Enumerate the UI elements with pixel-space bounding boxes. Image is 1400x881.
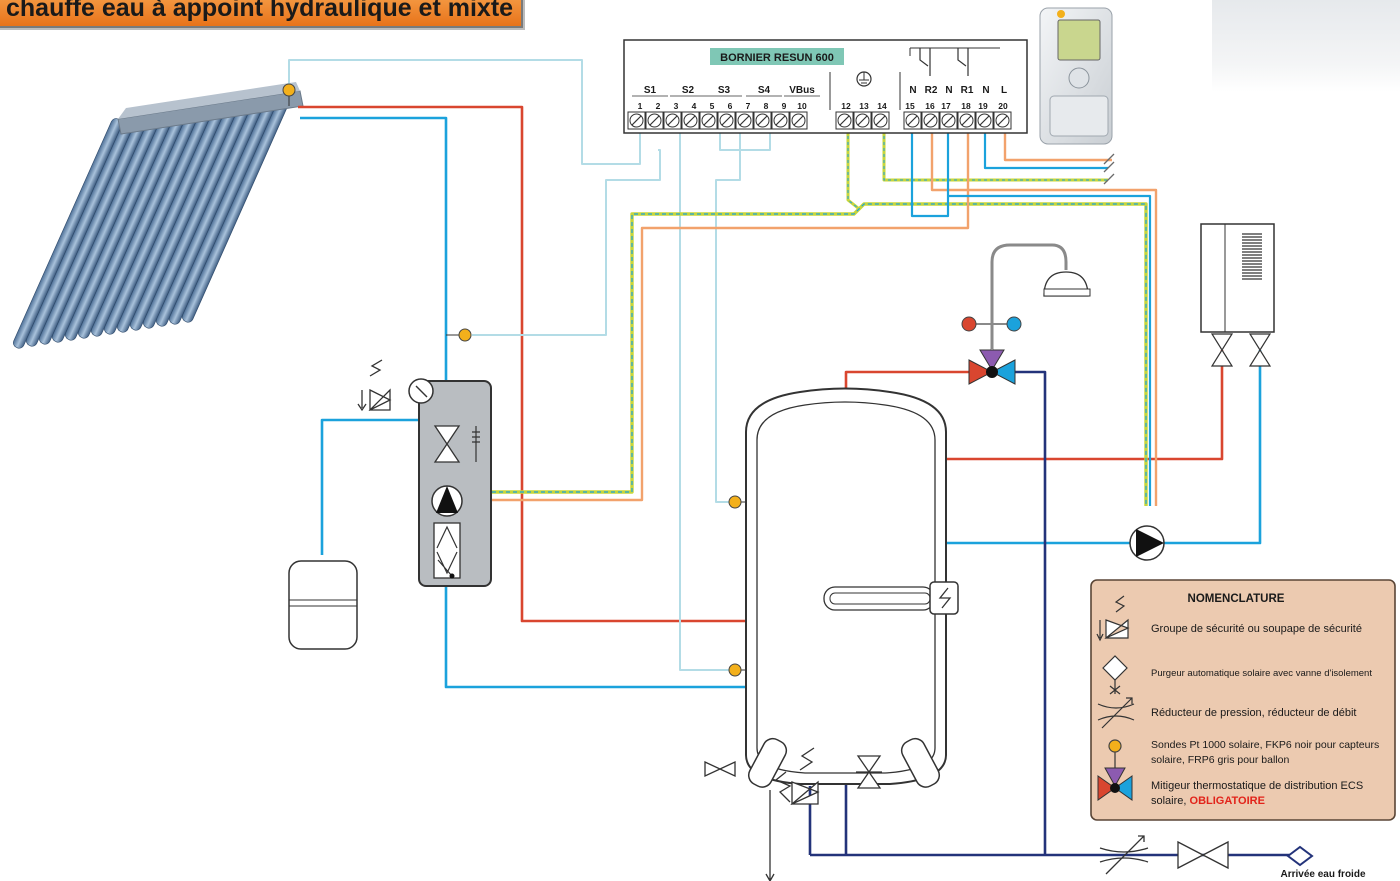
page-title: chauffe eau à appoint hydraulique et mix… [0,0,524,28]
terminal-number-14: 14 [877,101,887,111]
nom-mixing-valve-icon [1097,767,1133,801]
terminal-block: BORNIER RESUN 600 S1 S2 S3 S4 VBus N R2 N R1 N L 1… [623,39,1028,134]
terminal-screw-icon [921,111,940,130]
terminal-number-1: 1 [638,101,643,111]
thermostatic-mixing-valve-icon [961,310,1022,385]
terminal-screw-icon [645,111,664,130]
expansion-vessel-icon [288,560,358,650]
terminal-relay-n-2: N [945,85,952,96]
terminal-screw-icon [903,111,922,130]
terminal-relay-r2-1: R2 [925,85,938,96]
terminal-screw-icon [627,111,646,130]
terminal-number-17: 17 [941,101,951,111]
terminal-number-13: 13 [859,101,869,111]
nom-sensor-icon [1108,739,1122,768]
terminal-number-19: 19 [978,101,988,111]
shower-head-icon [1043,271,1091,297]
terminal-screw-icon [957,111,976,130]
terminal-number-9: 9 [782,101,787,111]
terminal-screw-icon [771,111,790,130]
nom-item-1: Groupe de sécurité ou soupape de sécurit… [1151,623,1362,635]
terminal-screw-icon [789,111,808,130]
terminal-relay-l-5: L [1001,85,1007,96]
terminal-group-s1: S1 [644,85,657,96]
collector-tubes [13,92,292,349]
cold-water-inlet-icon [1286,845,1314,867]
nom-item-5-line2: solaire, OBLIGATOIRE [1151,795,1265,807]
terminal-relay-r1-3: R1 [961,85,974,96]
terminal-number-8: 8 [764,101,769,111]
terminal-screw-icon [735,111,754,130]
terminal-screw-icon [871,111,890,130]
terminal-group-vbus: VBus [789,85,815,96]
corner-shade [1212,0,1400,92]
wiring [288,59,1158,671]
drain-valve-icon [704,760,736,778]
circulator-pump-icon [1129,525,1165,561]
electric-heater-icon [823,581,959,615]
nom-item-4-line2: solaire, FRP6 gris pour ballon [1151,754,1289,766]
terminal-screw-icon [681,111,700,130]
terminal-group-s2: S2 [682,85,695,96]
nom-item-3: Réducteur de pression, réducteur de débi… [1151,707,1356,719]
terminal-number-16: 16 [925,101,935,111]
solar-collector-icon [13,82,304,349]
inlet-valve-icon [1177,840,1229,870]
thermometer-icon [472,426,480,462]
terminal-group-s3: S3 [718,85,731,96]
ball-valve-icon [433,425,461,463]
terminal-screw-icon [939,111,958,130]
flowmeter-icon [433,522,461,579]
station-safety-valve-icon [357,359,392,412]
terminal-screw-icon [663,111,682,130]
terminal-number-20: 20 [998,101,1008,111]
solar-pump-station [408,378,492,587]
nom-pressure-reducer-icon [1097,697,1135,729]
terminal-number-18: 18 [961,101,971,111]
terminal-group-s4: S4 [758,85,771,96]
terminal-number-5: 5 [710,101,715,111]
terminal-screw-icon [975,111,994,130]
backup-boiler-icon [1200,223,1275,367]
nom-item-5-line1: Mitigeur thermostatique de distribution … [1151,780,1363,792]
terminal-number-4: 4 [692,101,697,111]
relay-symbol-icon [919,48,969,76]
sensor-return-icon [446,328,472,342]
terminal-number-7: 7 [746,101,751,111]
terminal-number-10: 10 [797,101,807,111]
sensor-collector-icon [282,83,296,106]
terminal-screw-icon [717,111,736,130]
controller-unit-icon [1039,7,1113,145]
cold-water-inlet-label: Arrivée eau froide [1280,869,1365,880]
terminal-relay-n-0: N [909,85,916,96]
terminal-block-title: BORNIER RESUN 600 [720,52,834,64]
terminal-number-15: 15 [905,101,915,111]
nom-safety-valve-icon [1096,595,1130,642]
nom-item-2: Purgeur automatique solaire avec vanne d… [1151,668,1372,679]
storage-tank-icon [745,387,959,788]
mandatory-highlight: OBLIGATOIRE [1190,795,1265,807]
terminal-number-12: 12 [841,101,851,111]
pressure-reducer-icon [1099,835,1149,875]
terminal-screw-icon [753,111,772,130]
tank-safety-group-icon [765,747,820,881]
terminal-screw-icon [853,111,872,130]
terminal-screw-icon [699,111,718,130]
terminal-number-6: 6 [728,101,733,111]
terminal-screw-icon [993,111,1012,130]
nomenclature-title: NOMENCLATURE [1188,593,1285,605]
nom-air-vent-icon [1102,655,1128,695]
terminal-number-2: 2 [656,101,661,111]
nomenclature-panel: NOMENCLATURE [1090,579,1396,821]
terminal-screw-icon [835,111,854,130]
terminal-relay-n-4: N [982,85,989,96]
terminal-number-3: 3 [674,101,679,111]
nom-item-4-line1: Sondes Pt 1000 solaire, FKP6 noir pour c… [1151,739,1379,751]
isolation-valve-icon [856,755,882,789]
